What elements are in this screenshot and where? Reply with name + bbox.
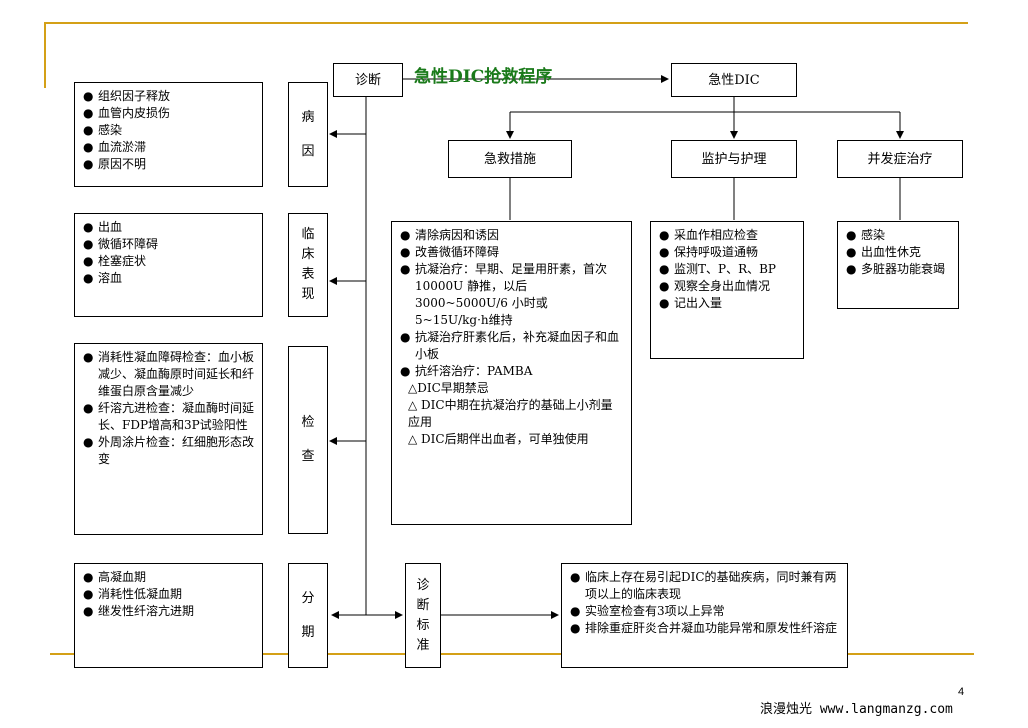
complications-list: 感染 出血性休克 多脏器功能衰竭 xyxy=(837,221,959,309)
branch-monitoring: 监护与护理 xyxy=(671,140,797,178)
list-item: 微循环障碍 xyxy=(83,236,254,253)
examination-list: 消耗性凝血障碍检查：血小板减少、凝血酶原时间延长和纤维蛋白原含量减少 纤溶亢进检… xyxy=(74,343,263,535)
etiology-list: 组织因子释放 血管内皮损伤 感染 血流淤滞 原因不明 xyxy=(74,82,263,187)
list-item: 出血 xyxy=(83,219,254,236)
list-item: 消耗性凝血障碍检查：血小板减少、凝血酶原时间延长和纤维蛋白原含量减少 xyxy=(83,349,254,400)
monitoring-list: 采血作相应检查 保持呼吸道通畅 监测T、P、R、BP 观察全身出血情况 记出入量 xyxy=(650,221,804,359)
list-item: 多脏器功能衰竭 xyxy=(846,261,950,278)
list-item: 观察全身出血情况 xyxy=(659,278,795,295)
diagnostic-criteria-label: 诊 断 标 准 xyxy=(405,563,441,668)
list-item: 原因不明 xyxy=(83,156,254,173)
list-item: 组织因子释放 xyxy=(83,88,254,105)
list-item: 抗凝治疗：早期、足量用肝素，首次 10000U 静推，以后 3000~5000U… xyxy=(400,261,623,329)
clinical-manifestation-label: 临 床 表 现 xyxy=(288,213,328,317)
list-subitem: △ DIC后期伴出血者，可单独使用 xyxy=(408,432,589,446)
branch-complications: 并发症治疗 xyxy=(837,140,963,178)
list-item: 纤溶亢进检查：凝血酶时间延长、FDP增高和3P试验阳性 xyxy=(83,400,254,434)
staging-label: 分 期 xyxy=(288,563,328,668)
list-subitem: △DIC早期禁忌 xyxy=(408,381,489,395)
list-item: 监测T、P、R、BP xyxy=(659,261,795,278)
top-rule xyxy=(44,22,968,24)
list-item: 实验室检查有3项以上异常 xyxy=(570,603,839,620)
branch-emergency: 急救措施 xyxy=(448,140,572,178)
list-item: 血流淤滞 xyxy=(83,139,254,156)
list-item: 消耗性低凝血期 xyxy=(83,586,254,603)
left-rule xyxy=(44,22,46,88)
list-subitem: △ DIC中期在抗凝治疗的基础上小剂量应用 xyxy=(408,398,613,429)
list-item: 采血作相应检查 xyxy=(659,227,795,244)
list-item: 清除病因和诱因 xyxy=(400,227,623,244)
list-item: 抗凝治疗肝素化后，补充凝血因子和血小板 xyxy=(400,329,623,363)
list-item: 感染 xyxy=(846,227,950,244)
list-item: 改善微循环障碍 xyxy=(400,244,623,261)
acute-dic-box: 急性DIC xyxy=(671,63,797,97)
diagnosis-box: 诊断 xyxy=(333,63,403,97)
acute-dic-label: 急性DIC xyxy=(708,72,760,88)
examination-label: 检 查 xyxy=(288,346,328,534)
list-item: 感染 xyxy=(83,122,254,139)
list-item: 排除重症肝炎合并凝血功能异常和原发性纤溶症 xyxy=(570,620,839,637)
page-title: 急性DIC抢救程序 xyxy=(414,67,553,87)
list-item: 出血性休克 xyxy=(846,244,950,261)
etiology-label: 病 因 xyxy=(288,82,328,187)
diagnosis-label: 诊断 xyxy=(354,72,381,88)
diagnostic-criteria-list: 临床上存在易引起DIC的基础疾病，同时兼有两项以上的临床表现 实验室检查有3项以… xyxy=(561,563,848,668)
list-item: 记出入量 xyxy=(659,295,795,312)
emergency-measures-list: 清除病因和诱因 改善微循环障碍 抗凝治疗：早期、足量用肝素，首次 10000U … xyxy=(391,221,632,525)
list-item: 血管内皮损伤 xyxy=(83,105,254,122)
list-item: 栓塞症状 xyxy=(83,253,254,270)
staging-list: 高凝血期 消耗性低凝血期 继发性纤溶亢进期 xyxy=(74,563,263,668)
bottom-rule xyxy=(50,653,974,655)
list-item: 外周涂片检查：红细胞形态改变 xyxy=(83,434,254,468)
list-item: 高凝血期 xyxy=(83,569,254,586)
page-number: 4 xyxy=(958,686,965,698)
list-item: 抗纤溶治疗：PAMBA xyxy=(400,363,623,380)
list-item: 保持呼吸道通畅 xyxy=(659,244,795,261)
list-item: 溶血 xyxy=(83,270,254,287)
list-item: 临床上存在易引起DIC的基础疾病，同时兼有两项以上的临床表现 xyxy=(570,569,839,603)
footer-watermark: 浪漫烛光 www.langmanzg.com xyxy=(760,702,953,717)
list-item: 继发性纤溶亢进期 xyxy=(83,603,254,620)
clinical-manifestation-list: 出血 微循环障碍 栓塞症状 溶血 xyxy=(74,213,263,317)
